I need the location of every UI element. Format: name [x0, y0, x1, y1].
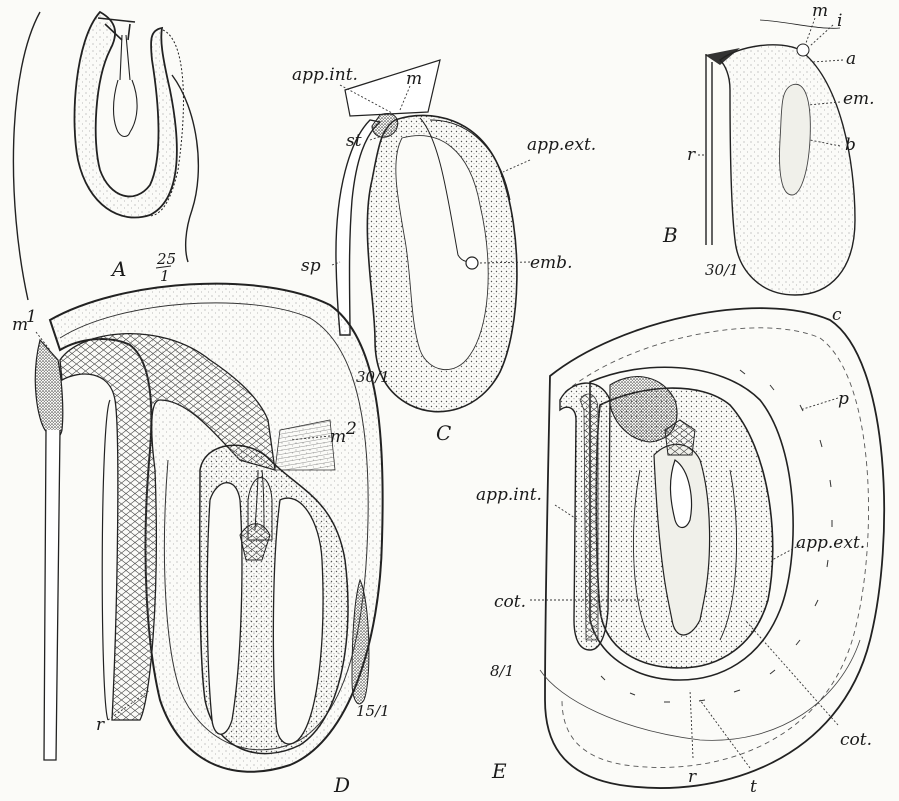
- figure-a: A 25 1: [13, 12, 198, 300]
- figure-c-letter: C: [436, 421, 451, 445]
- figure-b-pollen-tube: [760, 20, 840, 28]
- figure-d-letter: D: [333, 773, 350, 797]
- figure-c-label-sp: sp: [301, 256, 321, 276]
- figure-e: p app.int. app.ext. cot. cot. r t E 8/1: [476, 308, 884, 797]
- figure-b-letter: B: [662, 223, 678, 247]
- figure-a-left-wall: [13, 12, 40, 300]
- figure-e-leader-r: [690, 690, 693, 758]
- figure-d-scale: 15/1: [356, 702, 390, 720]
- figure-e-label-p: p: [838, 389, 849, 409]
- figure-b-leader-m: [806, 18, 815, 43]
- figure-b-label-b: b: [845, 135, 856, 155]
- figure-b-leader-i: [810, 25, 833, 46]
- figure-b-label-m: m: [812, 1, 828, 21]
- figure-b-leader-a: [812, 60, 843, 62]
- figure-c-label-st: st: [346, 131, 362, 151]
- figure-c-leader-app-ext: [503, 160, 530, 172]
- figure-d-label-m2: m: [330, 427, 346, 447]
- figure-d-label-m1-superscript: 1: [26, 307, 37, 327]
- figure-e-letter: E: [491, 759, 507, 783]
- figure-b-label-i: i: [837, 11, 842, 31]
- figure-c-embryo: [466, 257, 478, 269]
- figure-e-leader-t: [700, 700, 750, 768]
- figure-c-placenta-fragment: [345, 60, 440, 116]
- figure-e-leader-p: [800, 398, 838, 410]
- figure-d-label-r: r: [96, 715, 105, 735]
- figure-b-label-a: a: [846, 49, 856, 69]
- figure-b: m i a em. b r c B 30/1: [662, 1, 875, 325]
- figure-e-leader-cot-right: [745, 620, 838, 725]
- figure-a-ovule: [74, 12, 176, 218]
- figure-d: m 1 m 2 r D 15/1: [12, 284, 390, 797]
- figure-c-label-app-int: app.int.: [292, 65, 358, 85]
- figure-e-label-cot-left: cot.: [494, 592, 526, 612]
- figure-a-scale-denominator: 1: [160, 267, 170, 285]
- figure-d-chalaza: [35, 340, 62, 438]
- figure-a-letter: A: [110, 257, 126, 281]
- figure-b-raphe-wall: [706, 54, 712, 245]
- figure-c-label-app-ext: app.ext.: [527, 135, 596, 155]
- figure-e-label-app-int: app.int.: [476, 485, 542, 505]
- figure-e-label-app-ext: app.ext.: [796, 533, 865, 553]
- figure-a-scale-numerator: 25: [156, 250, 176, 268]
- figure-e-label-r: r: [688, 767, 697, 787]
- figure-d-raphe: [102, 400, 110, 720]
- figure-b-label-r: r: [687, 145, 696, 165]
- figure-d-label-m2-superscript: 2: [345, 419, 357, 439]
- figure-a-embryo-sac: [114, 35, 138, 137]
- figure-c-label-emb: emb.: [530, 253, 572, 273]
- figure-b-micropyle-cell: [797, 44, 809, 56]
- figure-b-scale: 30/1: [705, 261, 739, 279]
- figure-b-label-em: em.: [843, 89, 875, 109]
- figure-e-label-cot-right: cot.: [840, 730, 872, 750]
- figure-c-label-m: m: [406, 69, 422, 89]
- figure-e-label-t: t: [750, 777, 757, 797]
- figure-d-funicle: [44, 430, 60, 760]
- figure-e-scale: 8/1: [490, 662, 514, 680]
